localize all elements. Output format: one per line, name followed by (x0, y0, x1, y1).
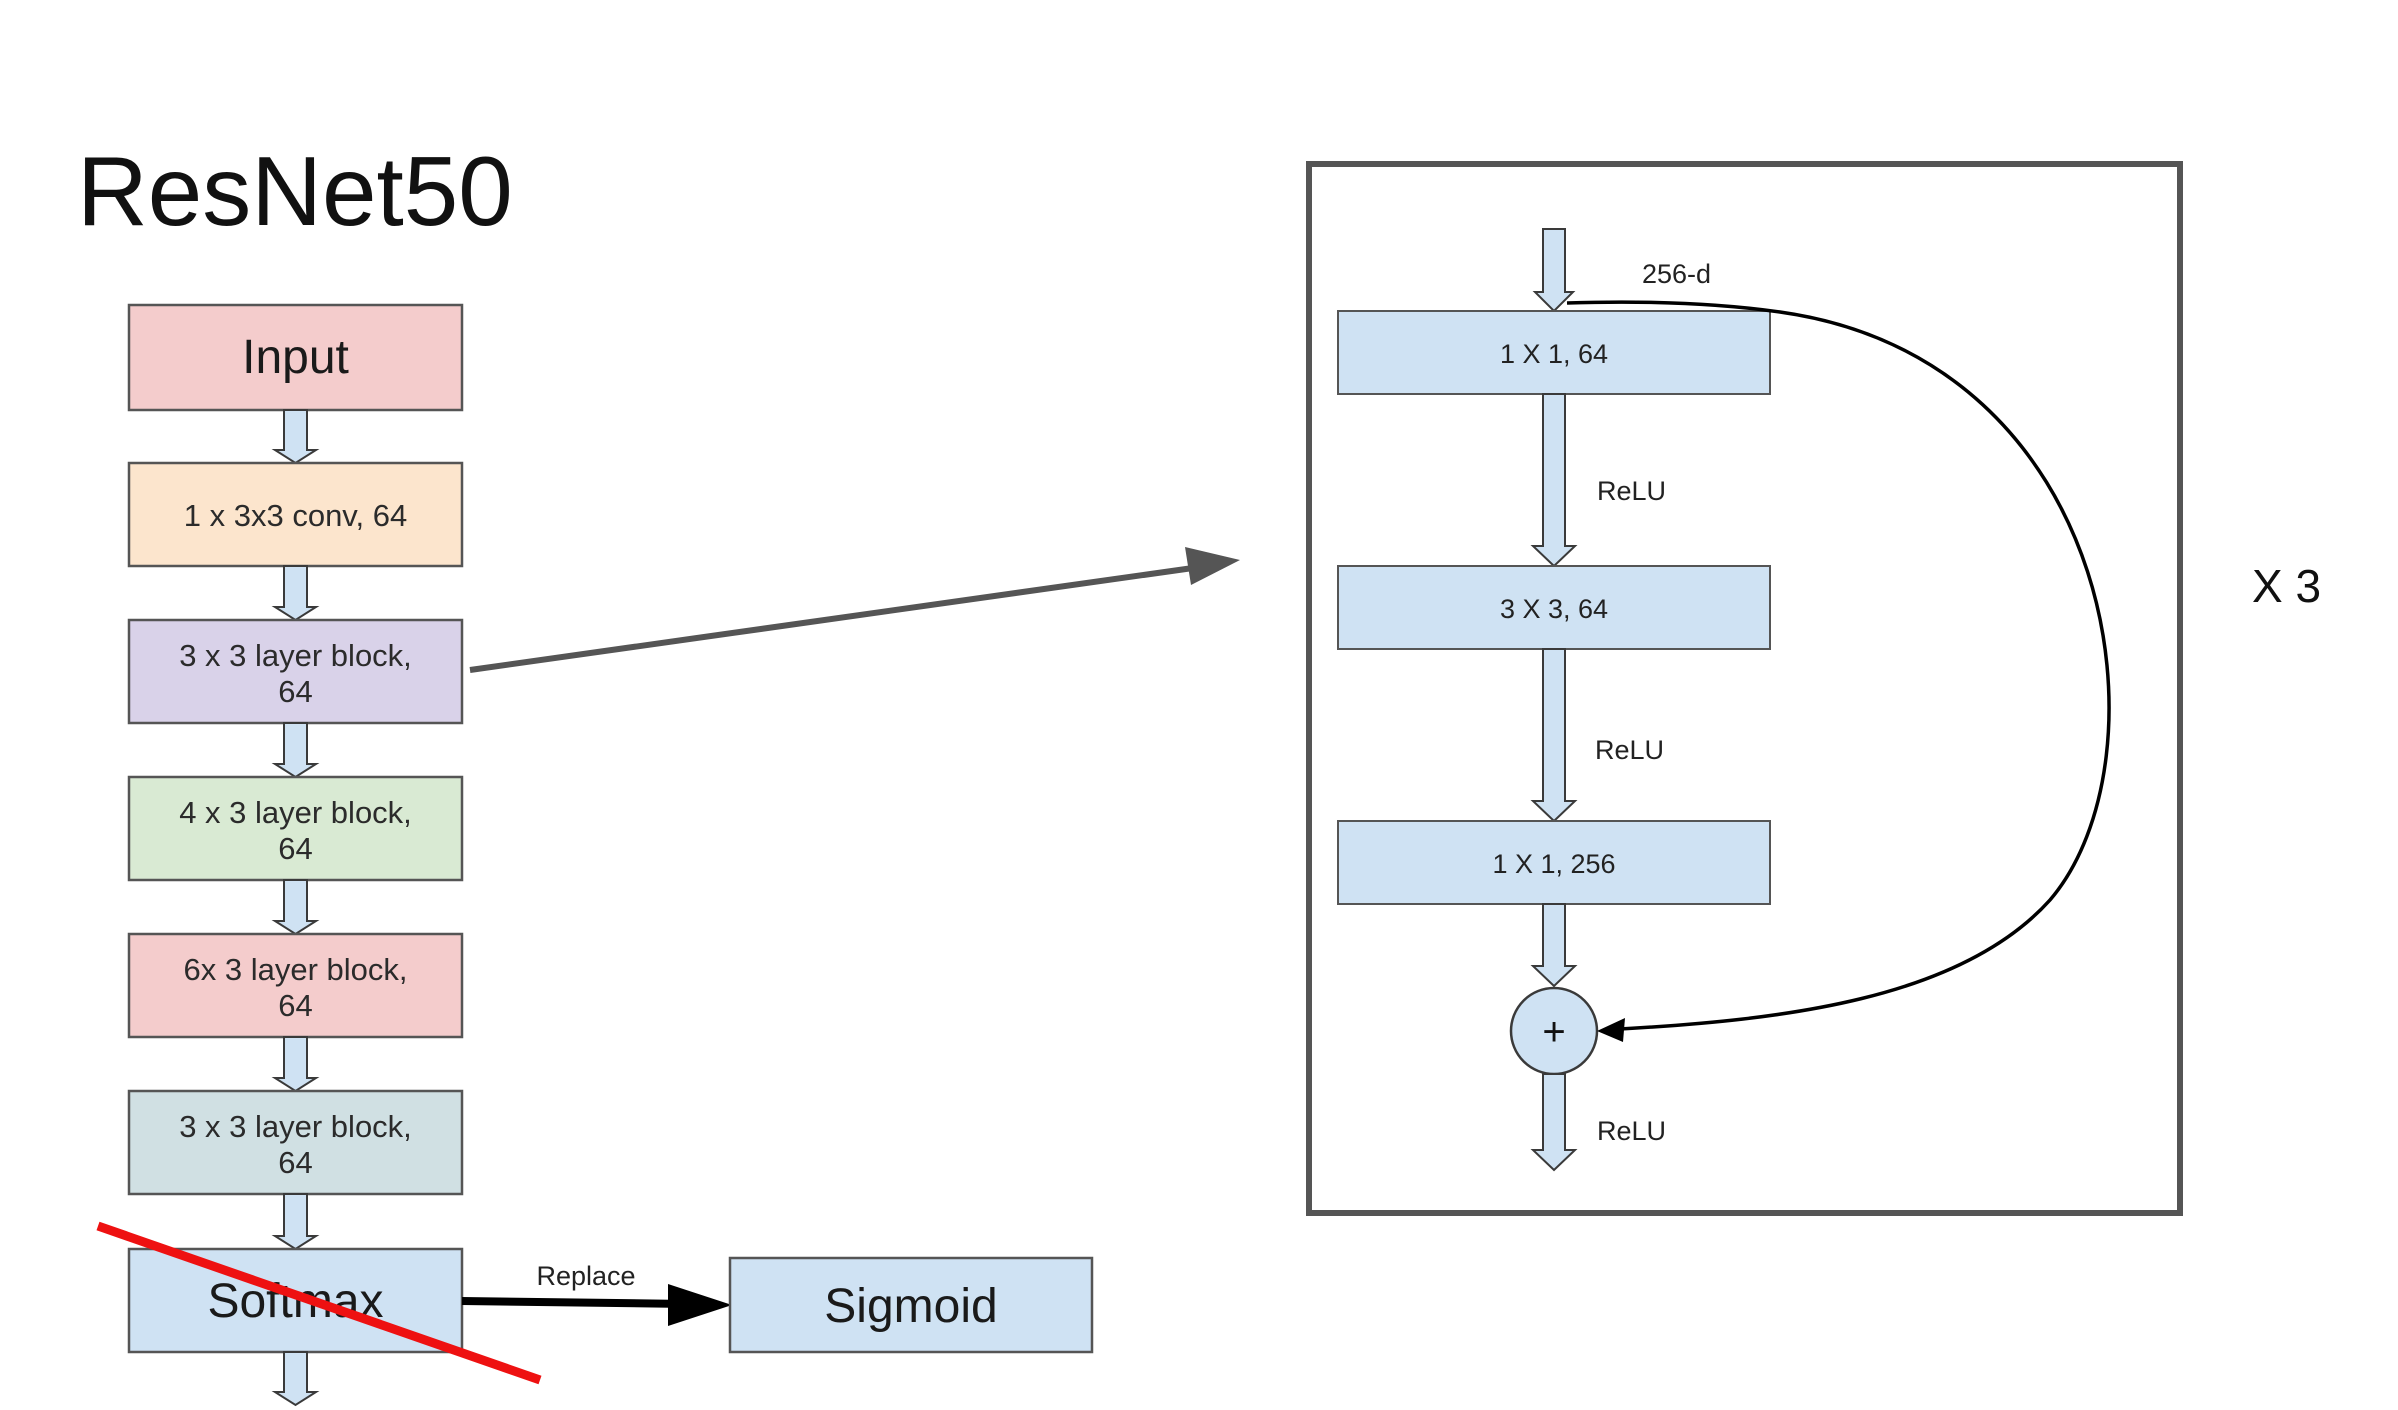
down-arrow (271, 565, 320, 622)
down-arrow (1530, 393, 1578, 568)
down-arrow (1530, 1073, 1578, 1172)
conv-box-2-label: 3 X 3, 64 (1500, 594, 1608, 624)
block-3-label-line1: 6x 3 layer block, (184, 952, 408, 987)
stack-block-1: 3 x 3 layer block, 64 (127, 618, 464, 725)
page-title: ResNet50 (77, 136, 513, 246)
stack-conv-box: 1 x 3x3 conv, 64 (127, 461, 464, 568)
plus-icon: + (1542, 1010, 1565, 1054)
block-2-label-line2: 64 (278, 831, 312, 866)
conv-label: 1 x 3x3 conv, 64 (184, 498, 407, 533)
replace-label: Replace (536, 1261, 635, 1291)
relu-label-3: ReLU (1597, 1116, 1666, 1146)
skip-connection (1566, 300, 2111, 1031)
block-3-label-line2: 64 (278, 988, 312, 1023)
skip-arrowhead (1597, 1018, 1625, 1042)
block-4-label-line1: 3 x 3 layer block, (179, 1109, 412, 1144)
down-arrow (271, 409, 320, 465)
stack-block-2: 4 x 3 layer block, 64 (127, 775, 464, 882)
sigmoid-box: Sigmoid (728, 1256, 1094, 1354)
repeat-label: X 3 (2252, 560, 2321, 612)
conv-box-2: 3 X 3, 64 (1337, 565, 1771, 650)
conv-box-1-label: 1 X 1, 64 (1500, 339, 1608, 369)
relu-label-2: ReLU (1595, 735, 1664, 765)
down-arrow (1532, 228, 1576, 313)
block-4-label-line2: 64 (278, 1145, 312, 1180)
sigmoid-label: Sigmoid (824, 1280, 997, 1333)
conv-box-3: 1 X 1, 256 (1337, 820, 1771, 905)
block-1-label-line2: 64 (278, 674, 312, 709)
strike-line (96, 1221, 542, 1385)
down-arrow (271, 1036, 320, 1093)
stack-input-box: Input (127, 303, 464, 412)
replace-arrow (461, 1284, 732, 1326)
down-arrow (271, 1193, 320, 1251)
input-label: Input (242, 331, 349, 384)
block-1-label-line1: 3 x 3 layer block, (179, 638, 412, 673)
stack-block-4: 3 x 3 layer block, 64 (127, 1089, 464, 1196)
down-arrow (271, 879, 320, 936)
add-node: + (1509, 986, 1599, 1076)
down-arrow (271, 722, 320, 779)
stack-block-3: 6x 3 layer block, 64 (127, 932, 464, 1039)
down-arrow (1530, 648, 1578, 823)
input-dim-label: 256-d (1642, 259, 1711, 289)
down-arrow (1530, 903, 1578, 988)
pointer-arrow (469, 547, 1240, 673)
down-arrow (271, 1351, 320, 1407)
conv-box-3-label: 1 X 1, 256 (1492, 849, 1615, 879)
relu-label-1: ReLU (1597, 476, 1666, 506)
conv-box-1: 1 X 1, 64 (1337, 310, 1771, 395)
block-2-label-line1: 4 x 3 layer block, (179, 795, 412, 830)
